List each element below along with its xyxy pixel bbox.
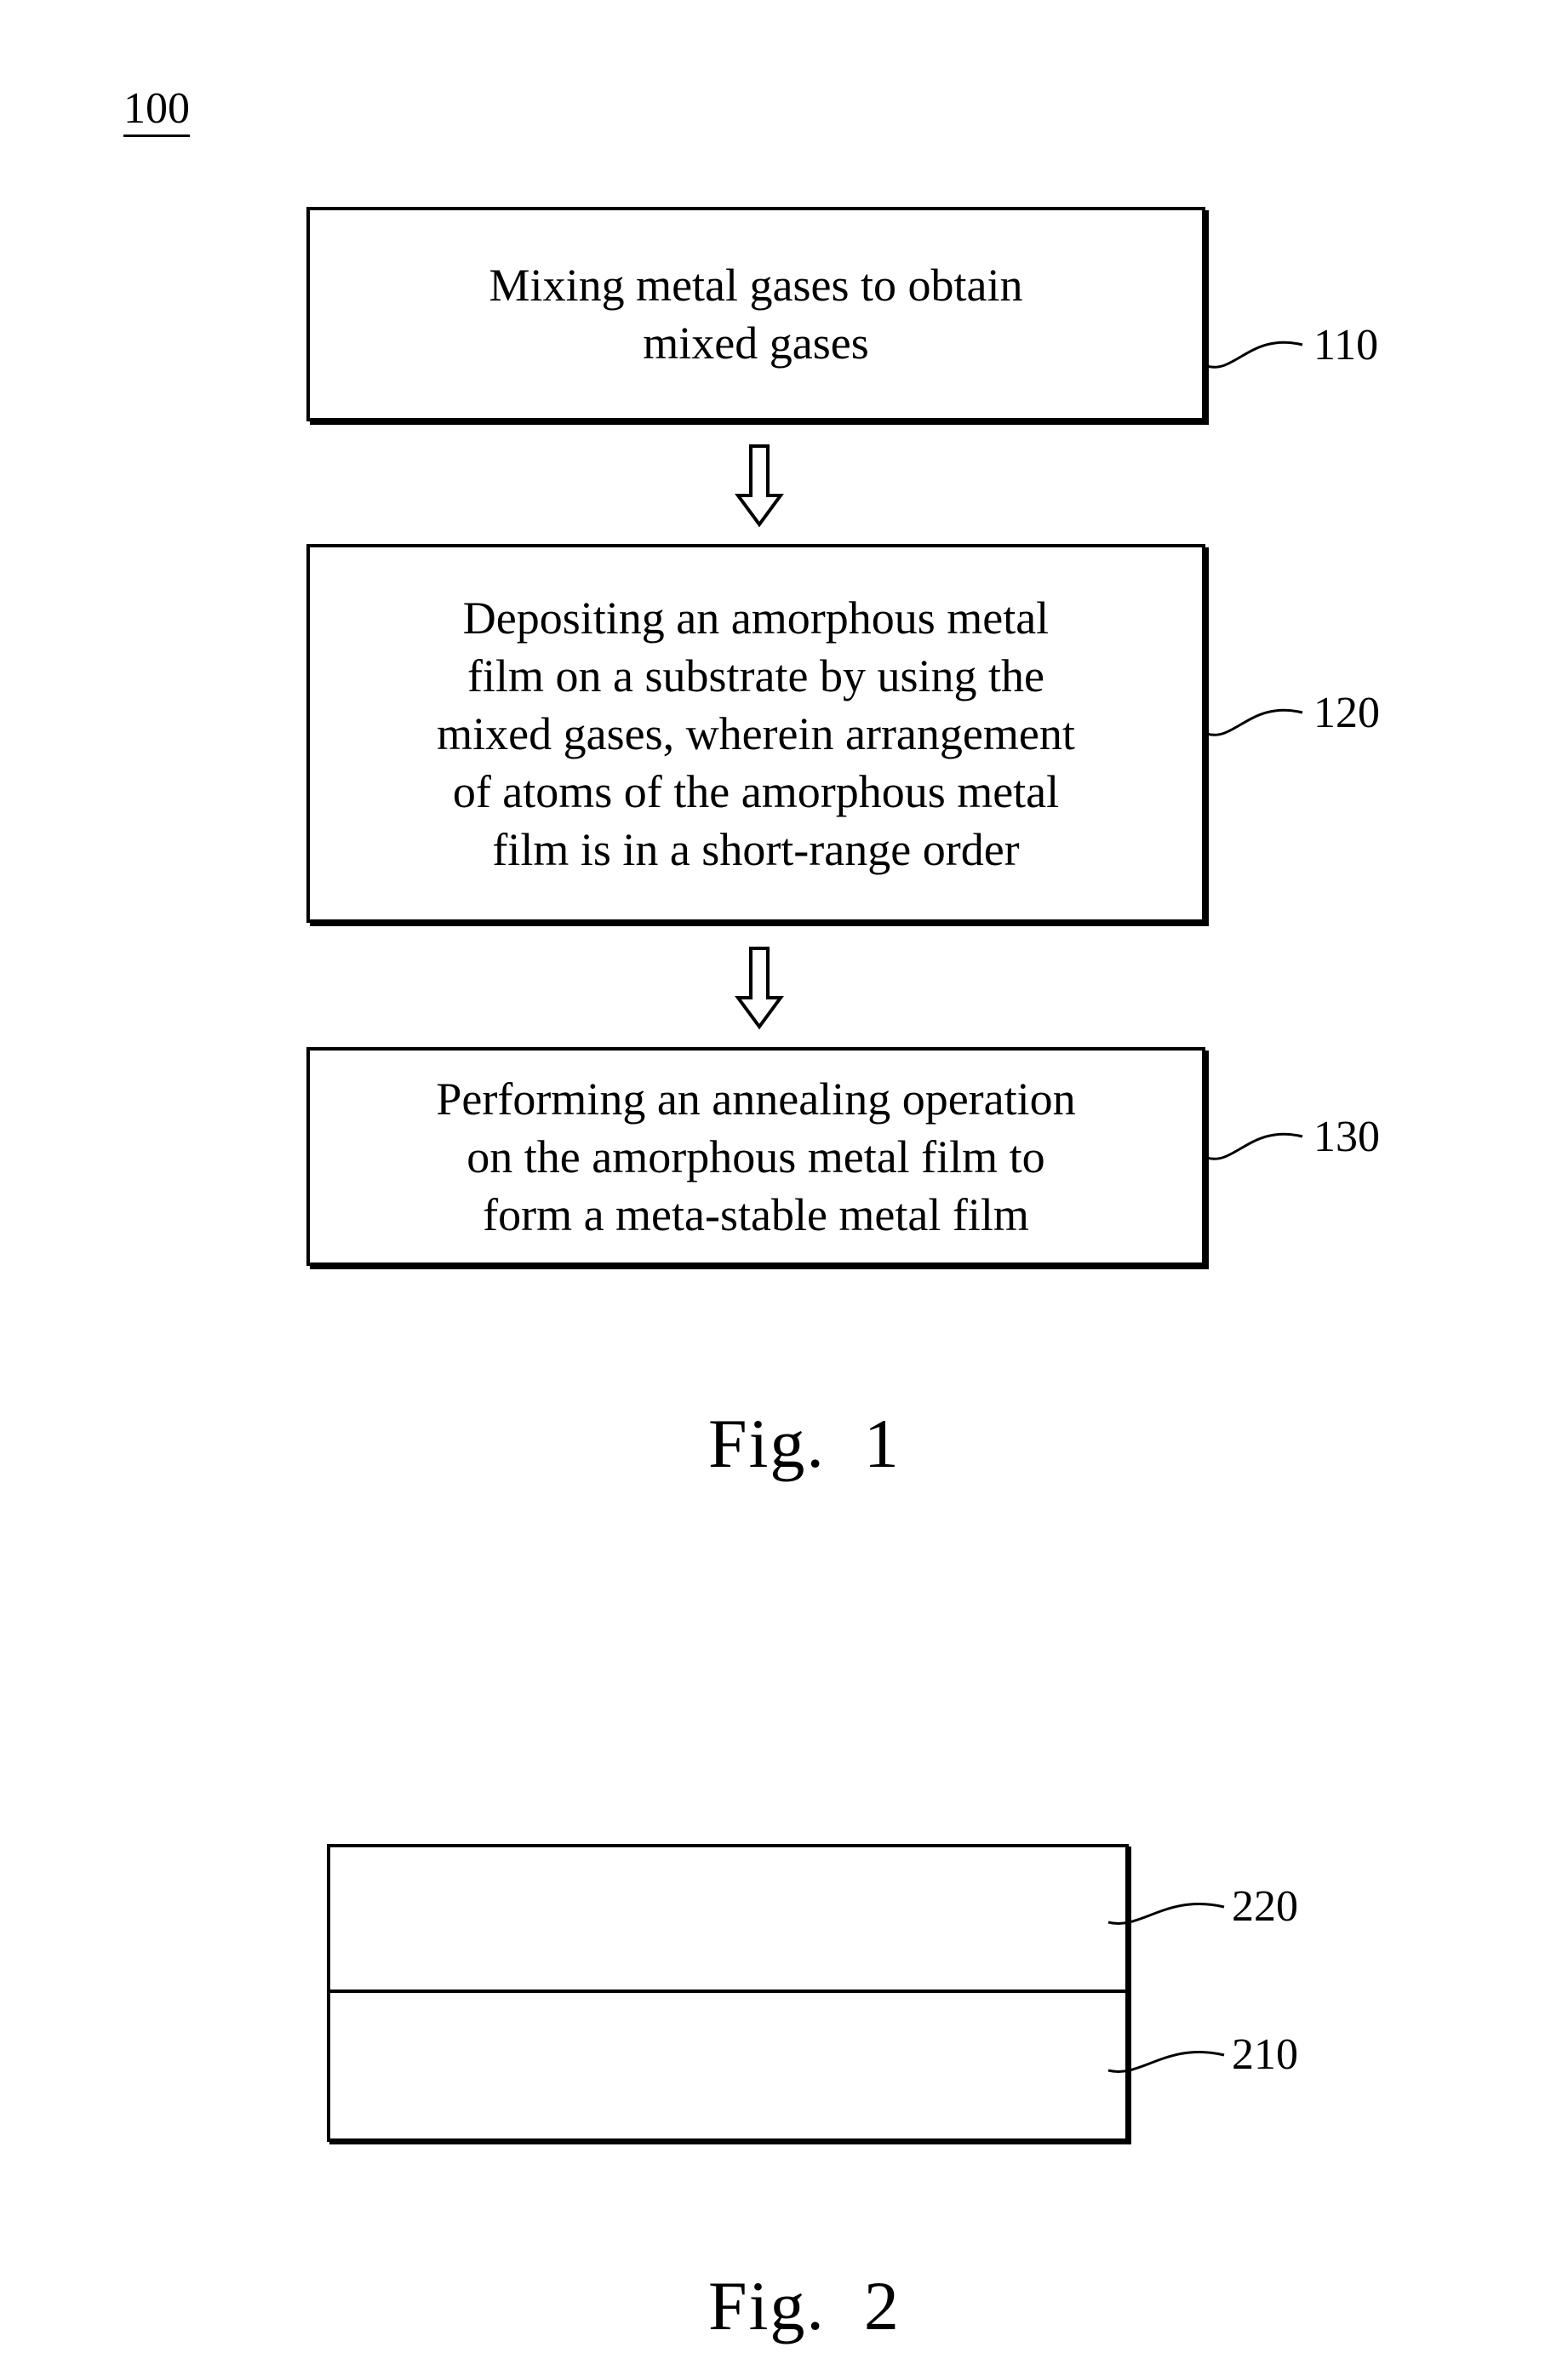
step-text-110: Mixing metal gases to obtain mixed gases <box>489 256 1023 372</box>
figure-caption-2: Fig. 2 <box>708 2271 901 2341</box>
leader-line-120 <box>1207 710 1302 735</box>
down-arrow-icon <box>734 443 785 528</box>
ref-label-120: 120 <box>1313 691 1380 736</box>
step-box-130: Performing an annealing operation on the… <box>306 1047 1205 1266</box>
step-box-120: Depositing an amorphous metal film on a … <box>306 544 1205 923</box>
step-box-110: Mixing metal gases to obtain mixed gases <box>306 207 1205 421</box>
ref-label-210: 210 <box>1232 2033 1298 2077</box>
leader-line-110 <box>1207 342 1302 367</box>
ref-label-220: 220 <box>1232 1885 1298 1929</box>
ref-label-130: 130 <box>1313 1115 1380 1159</box>
leader-line-130 <box>1207 1134 1302 1159</box>
layer-220 <box>330 1847 1125 1993</box>
layer-210-substrate <box>330 1993 1125 2138</box>
layer-stack <box>327 1844 1129 2142</box>
down-arrow-icon <box>734 945 785 1030</box>
figure-caption-1: Fig. 1 <box>708 1409 901 1479</box>
figure-reference-number: 100 <box>123 87 190 131</box>
step-text-120: Depositing an amorphous metal film on a … <box>437 589 1075 879</box>
ref-label-110: 110 <box>1313 323 1378 368</box>
step-text-130: Performing an annealing operation on the… <box>436 1070 1075 1244</box>
